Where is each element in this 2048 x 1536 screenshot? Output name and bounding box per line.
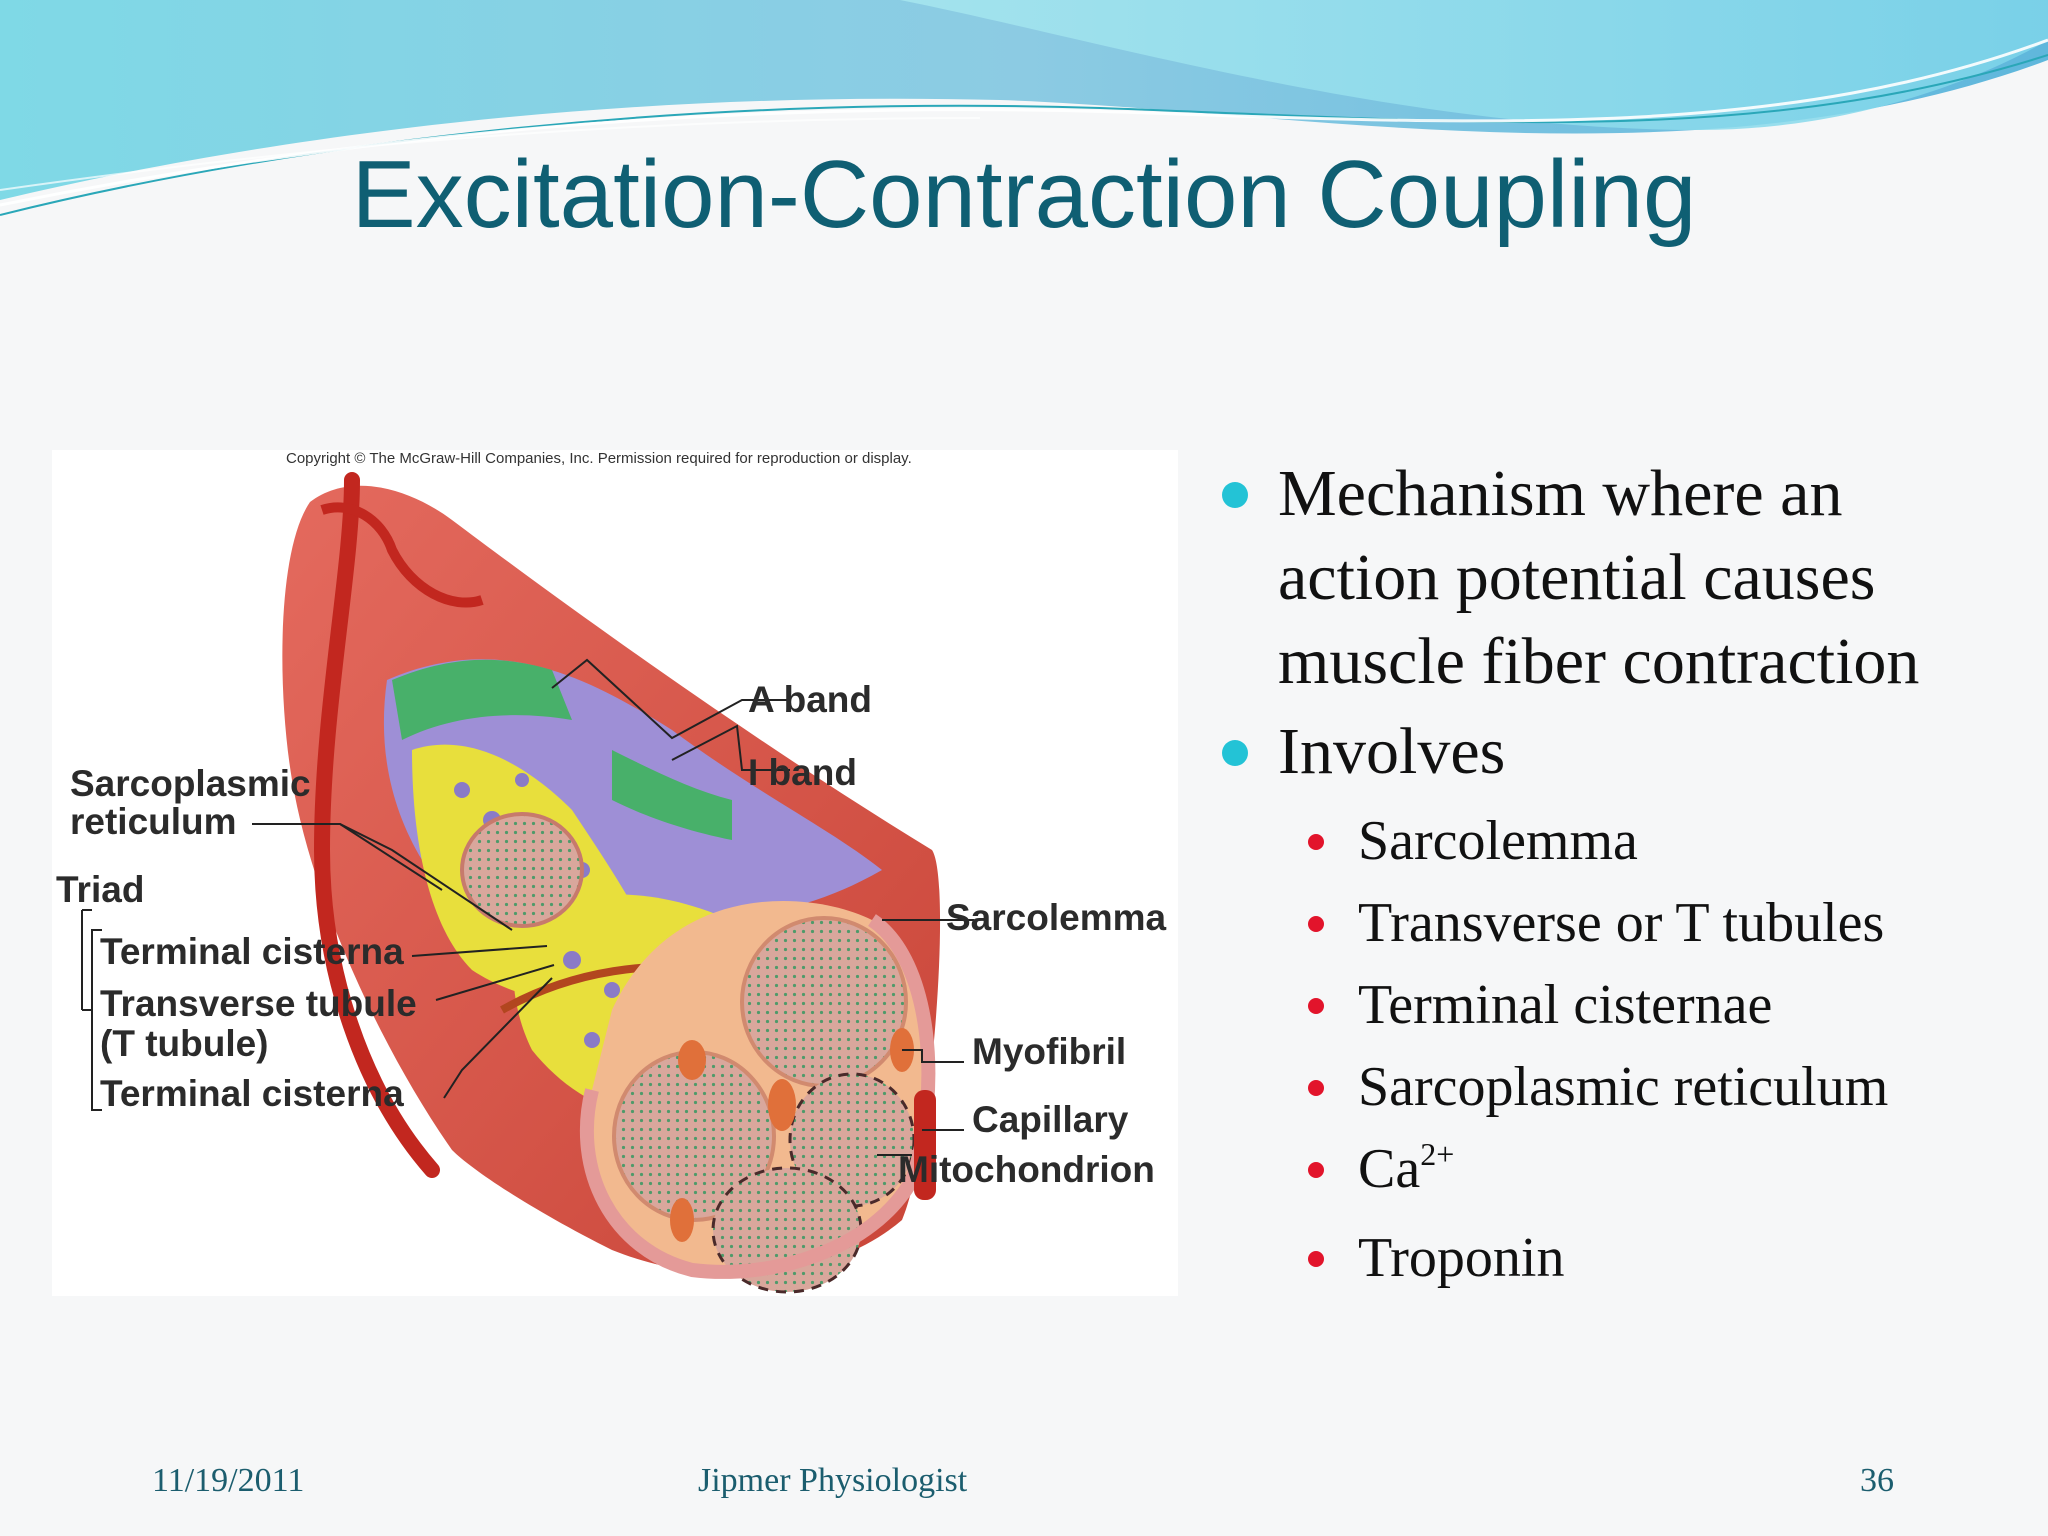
sub-bullet-item: Terminal cisternae (1308, 964, 2018, 1046)
sub-bullet-item: Sarcolemma (1308, 800, 2018, 882)
label-myofibril: Myofibril (972, 1031, 1127, 1072)
footer-author: Jipmer Physiologist (698, 1462, 968, 1499)
sub-bullet-text: Ca (1358, 1138, 1421, 1200)
sub-bullet-text: Troponin (1358, 1227, 1565, 1289)
sub-bullet-dot-icon (1308, 916, 1324, 932)
sub-bullet-dot-icon (1308, 998, 1324, 1014)
label-mitochondrion: Mitochondrion (898, 1149, 1155, 1190)
bullet-dot-icon (1222, 482, 1248, 508)
sub-bullet-text: Transverse or T tubules (1358, 892, 1885, 954)
label-transverse-tubule-line2: (T tubule) (100, 1023, 269, 1064)
bullet-item: Mechanism where an action potential caus… (1218, 452, 2018, 704)
header-wave-decoration (0, 0, 2048, 216)
sub-bullet-item: Ca2+ (1308, 1128, 2018, 1217)
sub-bullet-list: Sarcolemma Transverse or T tubules Termi… (1218, 800, 2018, 1299)
sub-bullet-item: Transverse or T tubules (1308, 882, 2018, 964)
sub-bullet-dot-icon (1308, 1251, 1324, 1267)
label-terminal-cisterna-bottom: Terminal cisterna (100, 1073, 404, 1114)
bullet-text: Involves (1278, 715, 1506, 788)
sub-bullet-text: Sarcoplasmic reticulum (1358, 1056, 1889, 1118)
label-capillary: Capillary (972, 1099, 1129, 1140)
bullet-text: Mechanism where an action potential caus… (1278, 457, 1920, 698)
figure-copyright: Copyright © The McGraw-Hill Companies, I… (286, 450, 912, 467)
sub-bullet-dot-icon (1308, 1162, 1324, 1178)
sub-bullet-item: Troponin (1308, 1217, 2018, 1299)
bullet-list: Mechanism where an action potential caus… (1218, 452, 2018, 1299)
muscle-fiber-illustration (81, 472, 974, 1294)
bullet-dot-icon (1222, 740, 1248, 766)
label-terminal-cisterna-top: Terminal cisterna (100, 931, 404, 972)
label-i-band: I band (748, 752, 857, 793)
sub-bullet-item: Sarcoplasmic reticulum (1308, 1046, 2018, 1128)
sub-bullet-dot-icon (1308, 1080, 1324, 1096)
label-sarcoplasmic-reticulum-line1: Sarcoplasmic (70, 763, 311, 804)
bullet-item: Involves (1218, 710, 2018, 794)
footer-page-number: 36 (1860, 1462, 1894, 1499)
footer-date: 11/19/2011 (152, 1462, 305, 1499)
superscript-charge: 2+ (1420, 1136, 1455, 1172)
label-transverse-tubule-line1: Transverse tubule (100, 983, 417, 1024)
sub-bullet-dot-icon (1308, 834, 1324, 850)
label-a-band: A band (748, 679, 873, 720)
label-sarcoplasmic-reticulum-line2: reticulum (70, 801, 237, 842)
muscle-fiber-diagram: Copyright © The McGraw-Hill Companies, I… (52, 450, 1178, 1296)
sub-bullet-text: Sarcolemma (1358, 810, 1638, 872)
label-triad: Triad (56, 869, 145, 910)
sub-bullet-text: Terminal cisternae (1358, 974, 1773, 1036)
label-sarcolemma: Sarcolemma (946, 897, 1167, 938)
slide-title: Excitation-Contraction Coupling (351, 141, 1697, 248)
